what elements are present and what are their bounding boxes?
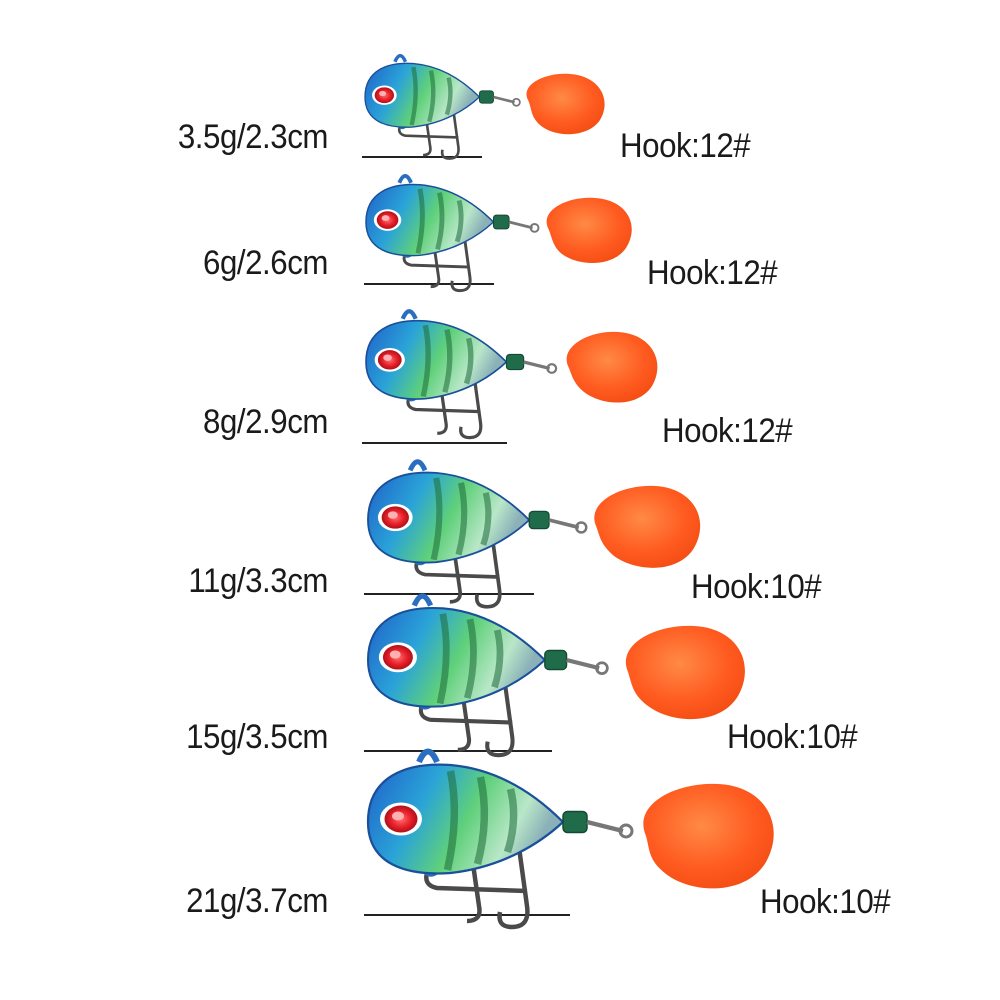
lure-2 <box>366 176 538 291</box>
size-rule-6 <box>364 914 570 916</box>
lure-5 <box>368 596 607 755</box>
size-label-2: 6g/2.6cm <box>203 244 328 282</box>
size-label-1: 3.5g/2.3cm <box>177 118 329 156</box>
hook-label-3: Hook:12# <box>662 412 793 450</box>
size-label-5: 15g/3.5cm <box>186 718 328 756</box>
blade-4 <box>594 485 701 568</box>
blade-1 <box>526 73 605 135</box>
size-rule-3 <box>362 442 507 444</box>
hook-label-2: Hook:12# <box>647 254 778 292</box>
size-label-6: 21g/3.7cm <box>186 882 328 920</box>
hook-label-4: Hook:10# <box>691 568 822 606</box>
blade-2 <box>546 197 632 264</box>
hook-label-6: Hook:10# <box>760 883 891 921</box>
size-rule-4 <box>364 593 534 595</box>
lure-1 <box>365 56 520 159</box>
lure-3 <box>366 311 556 437</box>
blade-5 <box>625 625 745 720</box>
blade-3 <box>566 331 658 403</box>
size-rule-1 <box>362 156 482 158</box>
lure-4 <box>368 462 586 607</box>
lure-6 <box>368 752 632 928</box>
blade-6 <box>643 783 774 889</box>
hook-label-1: Hook:12# <box>620 127 751 165</box>
size-rule-5 <box>364 750 552 752</box>
size-label-3: 8g/2.9cm <box>203 403 328 441</box>
size-label-4: 11g/3.3cm <box>188 562 328 600</box>
hook-label-5: Hook:10# <box>727 718 858 756</box>
size-rule-2 <box>364 283 494 285</box>
